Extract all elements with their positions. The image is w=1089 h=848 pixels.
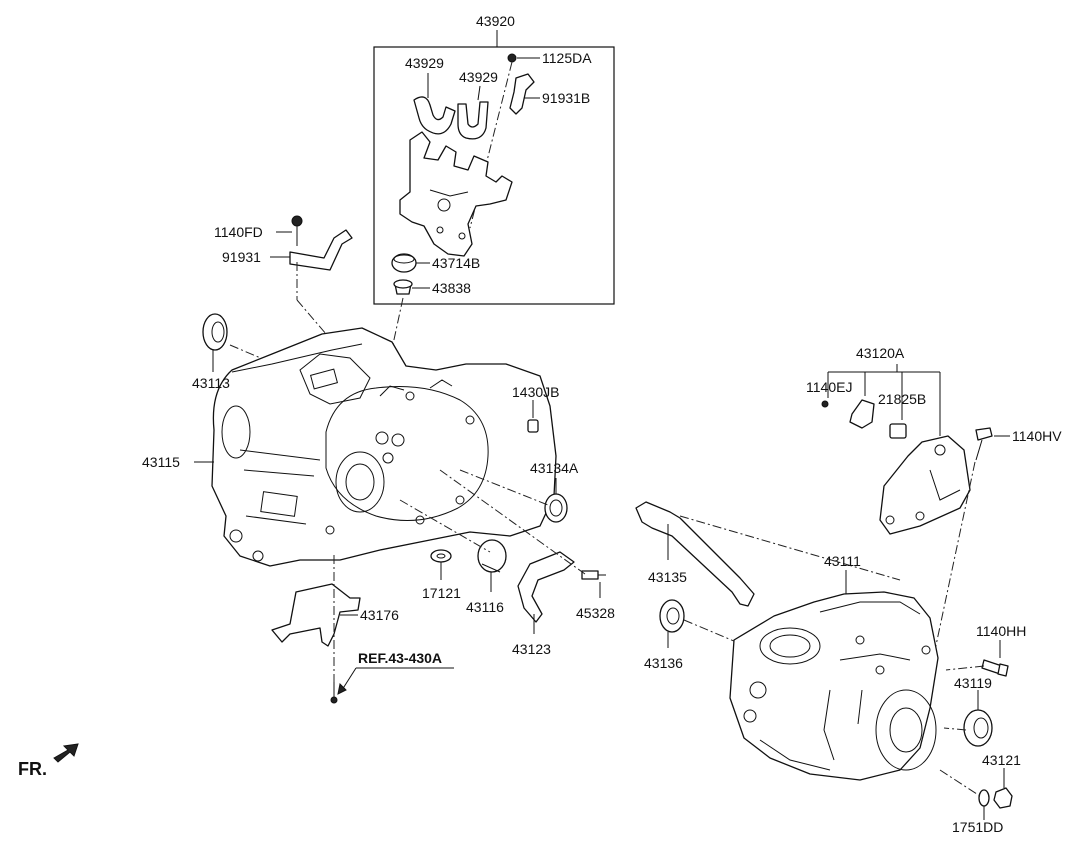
label-43136[interactable]: 43136 bbox=[644, 655, 683, 671]
label-43121[interactable]: 43121 bbox=[982, 752, 1021, 768]
bolt-1125DA[interactable] bbox=[507, 53, 517, 63]
left-bracket-group: 1140FD 91931 bbox=[214, 215, 353, 271]
seal-43136[interactable] bbox=[659, 599, 685, 633]
clutch-housing-43111[interactable] bbox=[729, 591, 939, 781]
bracket-small-43120A[interactable] bbox=[849, 399, 875, 429]
bracket-assembly-group: 43920 43929 43929 1125DA 91931B 43714B 4… bbox=[373, 13, 615, 305]
label-43123[interactable]: 43123 bbox=[512, 641, 551, 657]
label-91931B[interactable]: 91931B bbox=[542, 90, 590, 106]
gasket-1751DD[interactable] bbox=[978, 789, 990, 807]
seal-43119[interactable] bbox=[963, 709, 993, 747]
washer-17121[interactable] bbox=[430, 549, 452, 563]
clip-43929-left[interactable] bbox=[413, 96, 456, 135]
label-43120A[interactable]: 43120A bbox=[856, 345, 905, 361]
label-1751DD[interactable]: 1751DD bbox=[952, 819, 1003, 835]
bracket-91931[interactable] bbox=[289, 229, 353, 271]
label-1125DA[interactable]: 1125DA bbox=[542, 50, 592, 66]
label-21825B[interactable]: 21825B bbox=[878, 391, 926, 407]
rail-43135[interactable] bbox=[635, 501, 755, 607]
front-direction-arrow-icon bbox=[53, 743, 79, 763]
cover-43123[interactable] bbox=[517, 551, 575, 623]
label-43111[interactable]: 43111 bbox=[824, 553, 861, 569]
plug-1430JB[interactable] bbox=[527, 419, 539, 433]
label-43838[interactable]: 43838 bbox=[432, 280, 471, 296]
label-43115[interactable]: 43115 bbox=[142, 454, 180, 470]
label-91931[interactable]: 91931 bbox=[222, 249, 261, 265]
bracket-43176[interactable] bbox=[271, 583, 361, 647]
label-43920[interactable]: 43920 bbox=[476, 13, 515, 29]
clip-43929-right[interactable] bbox=[457, 101, 489, 140]
label-1430JB[interactable]: 1430JB bbox=[512, 384, 559, 400]
label-1140HV[interactable]: 1140HV bbox=[1012, 428, 1062, 444]
label-43116[interactable]: 43116 bbox=[466, 599, 504, 615]
bracket-assembly-box bbox=[373, 46, 615, 305]
plate-43116[interactable] bbox=[477, 539, 507, 573]
label-43119[interactable]: 43119 bbox=[954, 675, 992, 691]
seal-43113[interactable] bbox=[202, 313, 228, 351]
label-43929-b[interactable]: 43929 bbox=[459, 69, 498, 85]
label-43714B[interactable]: 43714B bbox=[432, 255, 480, 271]
label-45328[interactable]: 45328 bbox=[576, 605, 615, 621]
bolt-45328[interactable] bbox=[581, 570, 606, 580]
bolt-1140FD[interactable] bbox=[291, 215, 303, 227]
shift-cable-bracket[interactable] bbox=[399, 131, 513, 257]
label-43929-a[interactable]: 43929 bbox=[405, 55, 444, 71]
bolt-1140HV[interactable] bbox=[975, 427, 993, 461]
transaxle-case-43115[interactable] bbox=[211, 327, 557, 567]
bolt-1140HH[interactable] bbox=[981, 659, 1009, 677]
ref-43-430A-link[interactable]: REF.43-430A bbox=[358, 650, 442, 666]
plug-43121[interactable] bbox=[993, 787, 1013, 809]
damper-21825B[interactable] bbox=[889, 423, 907, 439]
label-43135[interactable]: 43135 bbox=[648, 569, 687, 585]
label-17121[interactable]: 17121 bbox=[422, 585, 461, 601]
label-1140EJ[interactable]: 1140EJ bbox=[806, 379, 852, 395]
front-direction-label: FR. bbox=[18, 759, 47, 779]
label-1140FD[interactable]: 1140FD bbox=[214, 224, 263, 240]
seal-43134A[interactable] bbox=[544, 493, 568, 523]
mount-bracket-43120A[interactable] bbox=[879, 435, 971, 535]
bolt-1140EJ[interactable] bbox=[821, 400, 829, 408]
label-43113[interactable]: 43113 bbox=[192, 375, 230, 391]
bracket-91931B[interactable] bbox=[509, 73, 535, 115]
label-1140HH[interactable]: 1140HH bbox=[976, 623, 1026, 639]
label-43134A[interactable]: 43134A bbox=[530, 460, 579, 476]
label-43176[interactable]: 43176 bbox=[360, 607, 399, 623]
